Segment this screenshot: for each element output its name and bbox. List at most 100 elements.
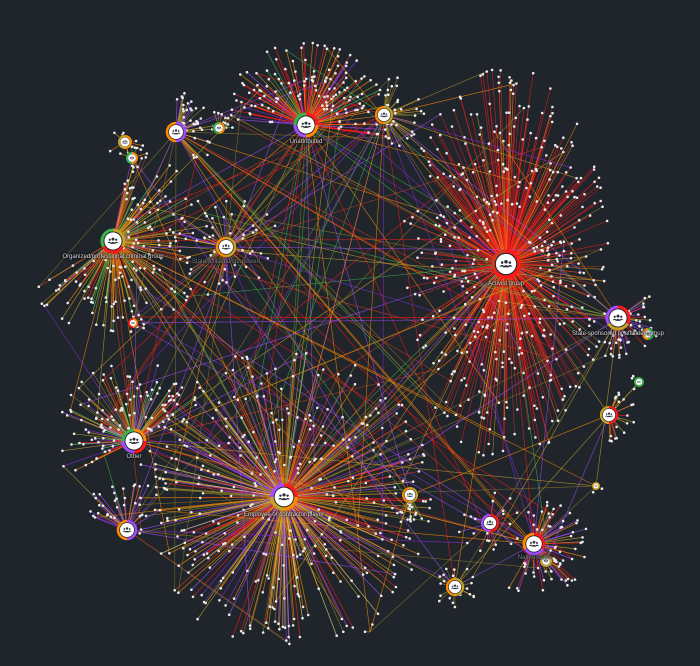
leaf-node[interactable] <box>508 76 511 79</box>
leaf-node[interactable] <box>155 493 158 497</box>
leaf-node[interactable] <box>156 201 159 205</box>
leaf-node[interactable] <box>366 423 369 427</box>
leaf-node[interactable] <box>390 142 394 145</box>
leaf-node[interactable] <box>384 514 388 517</box>
leaf-node[interactable] <box>595 185 599 188</box>
leaf-node[interactable] <box>476 249 480 252</box>
leaf-node[interactable] <box>273 620 277 623</box>
leaf-node[interactable] <box>83 297 86 300</box>
leaf-node[interactable] <box>192 531 196 534</box>
leaf-node[interactable] <box>140 157 143 160</box>
leaf-node[interactable] <box>136 241 140 245</box>
leaf-node[interactable] <box>131 170 135 173</box>
leaf-node[interactable] <box>559 214 563 217</box>
leaf-node[interactable] <box>100 423 103 426</box>
leaf-node[interactable] <box>517 185 520 188</box>
leaf-node[interactable] <box>482 368 486 372</box>
leaf-node[interactable] <box>111 485 114 489</box>
leaf-node[interactable] <box>551 347 554 350</box>
leaf-node[interactable] <box>122 503 126 507</box>
leaf-node[interactable] <box>556 260 559 263</box>
leaf-node[interactable] <box>193 558 196 561</box>
leaf-node[interactable] <box>128 398 132 401</box>
leaf-node[interactable] <box>196 617 199 621</box>
leaf-node[interactable] <box>438 133 442 137</box>
leaf-node[interactable] <box>172 382 176 386</box>
leaf-node[interactable] <box>547 253 550 257</box>
leaf-node[interactable] <box>248 627 252 630</box>
leaf-node[interactable] <box>173 235 177 239</box>
leaf-node[interactable] <box>257 276 261 280</box>
leaf-node[interactable] <box>409 515 413 518</box>
leaf-node[interactable] <box>241 435 244 439</box>
leaf-node[interactable] <box>534 436 537 439</box>
leaf-node[interactable] <box>482 159 485 162</box>
leaf-node[interactable] <box>261 631 265 634</box>
leaf-node[interactable] <box>271 109 275 113</box>
leaf-node[interactable] <box>188 255 191 259</box>
leaf-node[interactable] <box>408 458 412 461</box>
leaf-node[interactable] <box>293 79 296 82</box>
leaf-node[interactable] <box>240 100 243 104</box>
leaf-node[interactable] <box>581 536 584 539</box>
leaf-node[interactable] <box>265 574 269 577</box>
leaf-node[interactable] <box>360 92 364 96</box>
leaf-node[interactable] <box>470 225 473 229</box>
leaf-node[interactable] <box>226 123 230 126</box>
leaf-node[interactable] <box>169 427 173 431</box>
leaf-node[interactable] <box>528 386 531 389</box>
leaf-node[interactable] <box>532 575 536 578</box>
leaf-node[interactable] <box>289 455 293 459</box>
leaf-node[interactable] <box>469 515 473 518</box>
leaf-node[interactable] <box>358 102 362 105</box>
leaf-node[interactable] <box>102 373 105 376</box>
leaf-node[interactable] <box>271 586 275 589</box>
leaf-node[interactable] <box>571 320 574 323</box>
leaf-node[interactable] <box>157 239 160 242</box>
leaf-node[interactable] <box>223 267 227 271</box>
leaf-node[interactable] <box>548 178 551 181</box>
leaf-node[interactable] <box>252 430 255 434</box>
leaf-node[interactable] <box>267 518 271 521</box>
leaf-node[interactable] <box>233 92 236 96</box>
leaf-node[interactable] <box>254 580 258 583</box>
leaf-node[interactable] <box>574 547 577 551</box>
leaf-node[interactable] <box>176 535 179 538</box>
leaf-node[interactable] <box>203 212 207 215</box>
leaf-node[interactable] <box>184 298 188 302</box>
leaf-node[interactable] <box>500 202 503 205</box>
leaf-node[interactable] <box>592 165 596 168</box>
leaf-node[interactable] <box>205 224 208 228</box>
leaf-node[interactable] <box>393 108 397 111</box>
leaf-node[interactable] <box>267 77 271 81</box>
leaf-node[interactable] <box>96 411 99 414</box>
leaf-node[interactable] <box>218 599 221 602</box>
leaf-node[interactable] <box>428 506 431 510</box>
leaf-node[interactable] <box>319 434 323 437</box>
leaf-node[interactable] <box>420 147 423 150</box>
leaf-node[interactable] <box>227 441 230 445</box>
leaf-node[interactable] <box>191 563 195 567</box>
leaf-node[interactable] <box>378 88 382 92</box>
leaf-node[interactable] <box>540 510 544 513</box>
leaf-node[interactable] <box>527 312 531 316</box>
leaf-node[interactable] <box>146 226 150 230</box>
leaf-node[interactable] <box>550 120 554 124</box>
leaf-node[interactable] <box>144 514 148 518</box>
leaf-node[interactable] <box>136 165 139 169</box>
leaf-node[interactable] <box>87 398 91 401</box>
leaf-node[interactable] <box>224 126 228 129</box>
leaf-node[interactable] <box>133 196 136 200</box>
leaf-node[interactable] <box>438 309 441 313</box>
leaf-node[interactable] <box>459 219 463 222</box>
leaf-node[interactable] <box>465 567 469 571</box>
leaf-node[interactable] <box>617 400 621 404</box>
hub-node-unattributed[interactable] <box>293 112 319 138</box>
leaf-node[interactable] <box>525 186 528 190</box>
leaf-node[interactable] <box>623 331 626 334</box>
leaf-node[interactable] <box>137 313 140 317</box>
leaf-node[interactable] <box>482 453 485 457</box>
leaf-node[interactable] <box>262 394 266 398</box>
leaf-node[interactable] <box>84 463 88 467</box>
leaf-node[interactable] <box>70 443 73 446</box>
